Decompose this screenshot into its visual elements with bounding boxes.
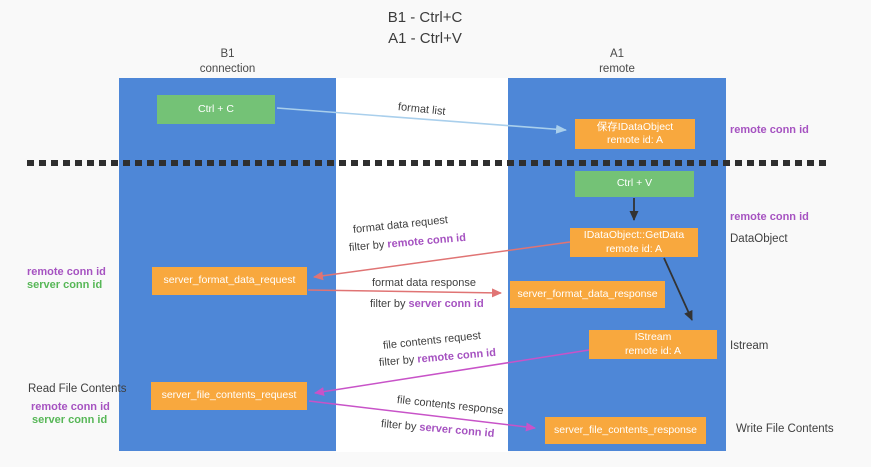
node-save-idataobject: 保存IDataObject remote id: A: [575, 119, 695, 149]
filter-by-text: filter by: [370, 298, 409, 310]
label-remote-conn-id-top-right: remote conn id: [730, 124, 809, 136]
node-server-file-contents-response: server_file_contents_response: [545, 417, 706, 444]
label-write-file-contents: Write File Contents: [736, 423, 834, 435]
node-idataobject-getdata: IDataObject::GetData remote id: A: [570, 228, 698, 257]
node-idataobject-getdata-line1: IDataObject::GetData: [583, 229, 685, 242]
node-save-idataobject-line1: 保存IDataObject: [596, 120, 674, 133]
node-ctrl-c: Ctrl + C: [157, 95, 275, 124]
node-idataobject-getdata-line2: remote id: A: [605, 242, 663, 255]
node-istream-line1: IStream: [634, 331, 672, 344]
label-dataobject: DataObject: [730, 233, 788, 245]
filter-key-server-conn-id: server conn id: [408, 298, 484, 310]
title-line-1: B1 - Ctrl+C: [387, 9, 463, 26]
column-header-a1-role: remote: [599, 62, 635, 75]
node-server-file-contents-request-label: server_file_contents_request: [161, 389, 297, 402]
label-read-file-contents: Read File Contents: [28, 383, 127, 395]
node-server-format-data-request: server_format_data_request: [152, 267, 307, 295]
label-format-data-response-filter: filter by server conn id: [370, 298, 484, 310]
label-server-conn-id-left-1: server conn id: [27, 279, 103, 291]
label-istream: Istream: [730, 340, 769, 352]
node-server-format-data-response: server_format_data_response: [510, 281, 665, 308]
node-server-format-data-request-label: server_format_data_request: [163, 274, 296, 287]
label-server-conn-id-left-2: server conn id: [32, 414, 108, 426]
column-header-b1-name: B1: [220, 48, 235, 60]
node-ctrl-v-label: Ctrl + V: [616, 177, 653, 190]
node-ctrl-v: Ctrl + V: [575, 171, 694, 197]
node-server-file-contents-request: server_file_contents_request: [151, 382, 307, 410]
node-save-idataobject-line2: remote id: A: [606, 134, 664, 146]
node-istream-line2: remote id: A: [624, 344, 682, 357]
node-istream: IStream remote id: A: [589, 330, 717, 359]
label-remote-conn-id-left-2: remote conn id: [31, 401, 110, 413]
label-format-data-response: format data response: [372, 277, 476, 289]
column-header-b1-role: connection: [199, 62, 256, 75]
column-header-a1-name: A1: [609, 48, 625, 60]
label-remote-conn-id-left-1: remote conn id: [27, 266, 106, 278]
node-server-file-contents-response-label: server_file_contents_response: [553, 423, 697, 436]
title-line-2: A1 - Ctrl+V: [388, 30, 462, 48]
node-ctrl-c-label: Ctrl + C: [198, 102, 234, 115]
column-header-b1: B1 connection: [119, 47, 336, 77]
label-remote-conn-id-mid-right: remote conn id: [730, 211, 809, 223]
node-server-format-data-response-label: server_format_data_response: [517, 287, 658, 300]
column-header-a1: A1 remote: [508, 47, 726, 77]
diagram-title: B1 - Ctrl+C A1 - Ctrl+V: [0, 7, 850, 50]
